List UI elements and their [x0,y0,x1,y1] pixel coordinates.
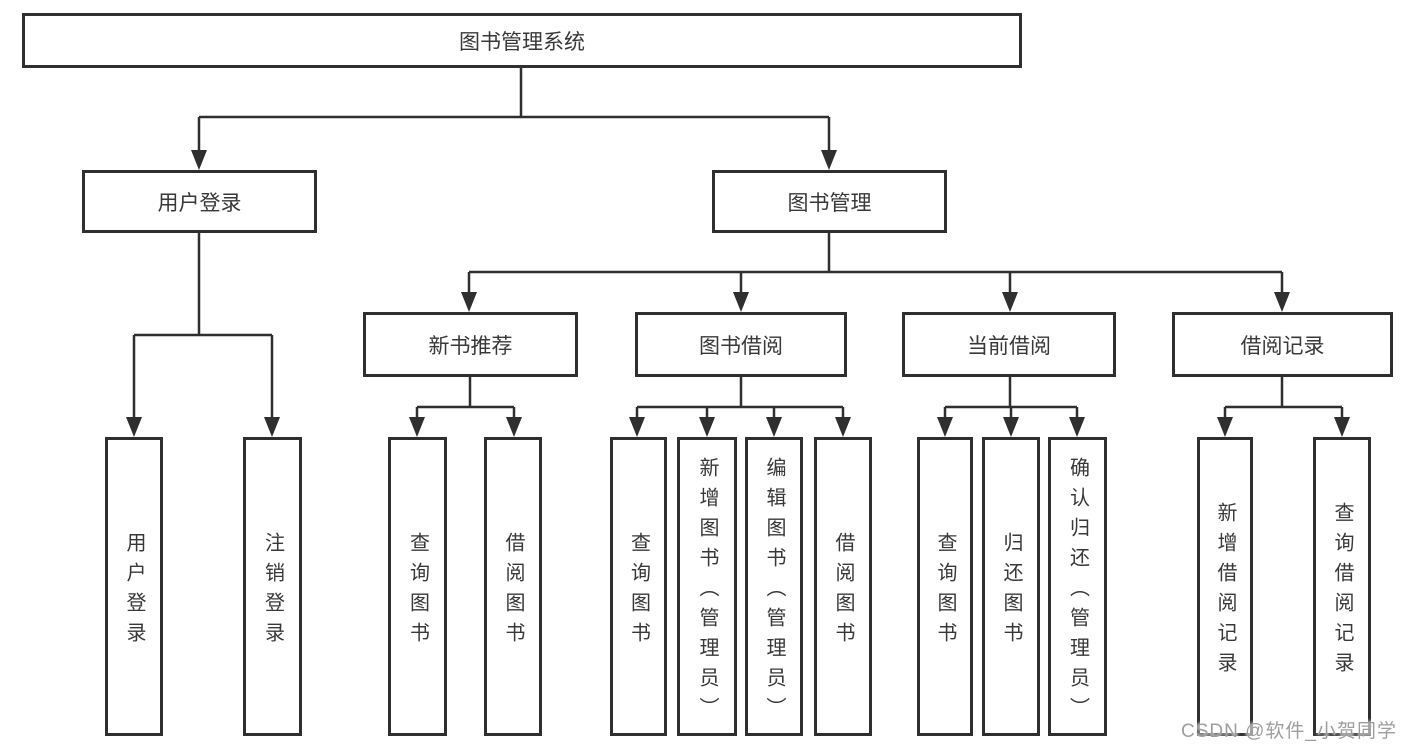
node-leaf-confirm-return-admin-label: 确认归还（管理员） [1066,456,1089,727]
node-current-borrowing: 当前借阅 [902,312,1116,377]
node-borrow-records: 借阅记录 [1172,312,1393,377]
node-leaf-borrow-book-recommend: 借阅图书 [484,437,542,736]
csdn-watermark: CSDN @软件_小贺同学 [1181,721,1397,742]
node-leaf-query-book-recommend-label: 查询图书 [406,531,429,652]
node-leaf-logout-label: 注销登录 [261,531,284,652]
node-user-login: 用户登录 [82,170,317,233]
node-leaf-borrow-book-label: 借阅图书 [832,531,854,652]
node-leaf-query-book-borrowing: 查询图书 [610,437,667,736]
node-borrow-records-label: 借阅记录 [1240,334,1325,358]
node-leaf-query-borrow-record-label: 查询借阅记录 [1331,501,1353,682]
node-leaf-edit-book-admin: 编辑图书（管理员） [745,437,803,736]
node-leaf-query-book-current-label: 查询图书 [934,531,956,652]
node-new-book-recommend: 新书推荐 [363,312,578,377]
node-leaf-return-book: 归还图书 [982,437,1040,736]
node-book-management-label: 图书管理 [787,191,872,215]
node-leaf-query-book-recommend: 查询图书 [388,437,447,736]
node-leaf-edit-book-admin-label: 编辑图书（管理员） [763,456,785,727]
node-leaf-confirm-return-admin: 确认归还（管理员） [1048,437,1107,736]
node-leaf-add-borrow-record: 新增借阅记录 [1197,437,1253,736]
node-leaf-query-borrow-record: 查询借阅记录 [1313,437,1371,736]
node-leaf-query-book-borrowing-label: 查询图书 [627,531,650,652]
node-leaf-add-book-admin: 新增图书（管理员） [677,437,737,736]
node-user-login-label: 用户登录 [157,191,242,215]
node-leaf-logout: 注销登录 [243,437,302,736]
node-root: 图书管理系统 [22,13,1022,68]
node-new-book-recommend-label: 新书推荐 [428,334,513,358]
node-current-borrowing-label: 当前借阅 [967,334,1051,358]
node-leaf-user-login-label: 用户登录 [123,531,145,652]
node-root-label: 图书管理系统 [459,30,585,54]
node-book-borrowing: 图书借阅 [635,312,847,377]
node-leaf-add-borrow-record-label: 新增借阅记录 [1214,501,1236,682]
node-book-management: 图书管理 [712,170,947,233]
node-leaf-query-book-current: 查询图书 [917,437,973,736]
node-book-borrowing-label: 图书借阅 [699,334,783,358]
node-leaf-add-book-admin-label: 新增图书（管理员） [696,456,718,727]
node-leaf-borrow-book: 借阅图书 [814,437,872,736]
node-leaf-borrow-book-recommend-label: 借阅图书 [502,531,524,652]
node-leaf-return-book-label: 归还图书 [1000,531,1022,652]
arrowheads [126,150,1350,437]
node-leaf-user-login: 用户登录 [105,437,163,736]
